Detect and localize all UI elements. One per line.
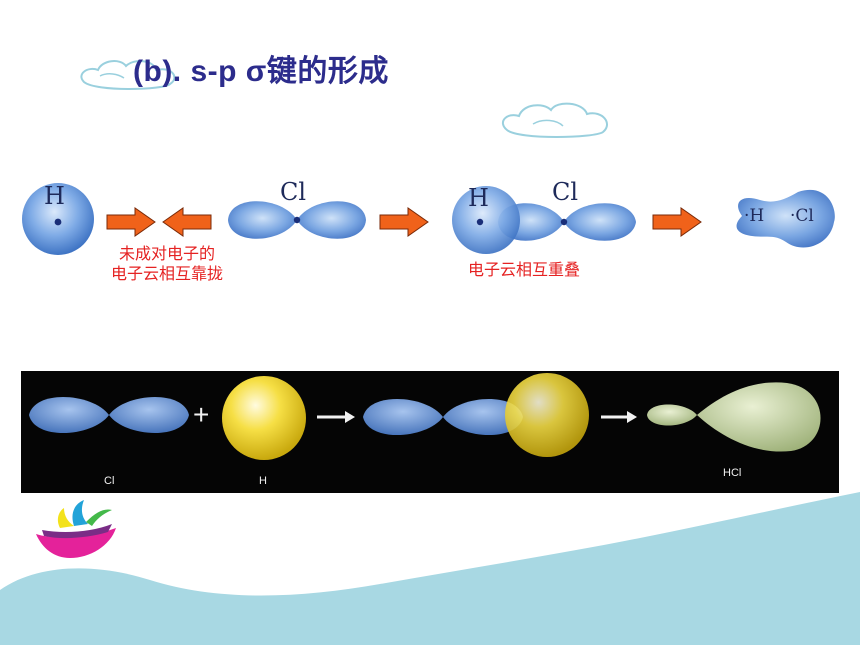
molecule-h-label: ·H — [744, 206, 765, 226]
hcl-molecular-orbital — [736, 189, 835, 248]
molecule-cl-label: ·Cl — [790, 206, 814, 226]
caption-approach: 未成对电子的 电子云相互靠拢 — [82, 244, 252, 284]
hcl-molecule-tile: ·H ·Cl — [722, 180, 840, 258]
strip-hcl-label: HCl — [723, 467, 742, 479]
strip-h-label: H — [259, 475, 267, 487]
cloud-decoration-left — [80, 60, 176, 90]
overlap-orbitals — [452, 186, 636, 254]
cl-atom-tile: Cl — [222, 178, 372, 258]
h-atom-label: H — [44, 182, 65, 210]
wave-decoration — [0, 492, 860, 645]
caption-approach-line2: 电子云相互靠拢 — [110, 264, 223, 283]
overlap-tile: H Cl — [444, 178, 646, 258]
slide-title: (b). s-p σ键的形成 — [133, 55, 389, 88]
orbital-overlap-strip: + Cl H HCl — [21, 371, 839, 493]
arrow-right-icon — [106, 207, 156, 237]
strip-cl-label: Cl — [104, 475, 115, 487]
overlap-h-label: H — [468, 184, 489, 212]
cl-atom-label: Cl — [280, 178, 307, 206]
arrow-right-icon — [379, 207, 429, 237]
h-atom-tile: H — [13, 180, 103, 258]
cl-p-orbital — [228, 201, 366, 239]
overlap-cl-label: Cl — [552, 178, 579, 206]
arrow-left-icon — [162, 207, 212, 237]
plus-sign: + — [193, 399, 210, 430]
caption-approach-line1: 未成对电子的 — [118, 244, 215, 263]
h-s-orbital — [22, 183, 94, 255]
strip-orbitals — [29, 373, 821, 460]
sailboat-icon — [36, 500, 116, 558]
caption-overlap: 电子云相互重叠 — [468, 260, 581, 279]
cloud-decoration-right — [501, 102, 608, 138]
arrow-right-icon — [652, 207, 702, 237]
